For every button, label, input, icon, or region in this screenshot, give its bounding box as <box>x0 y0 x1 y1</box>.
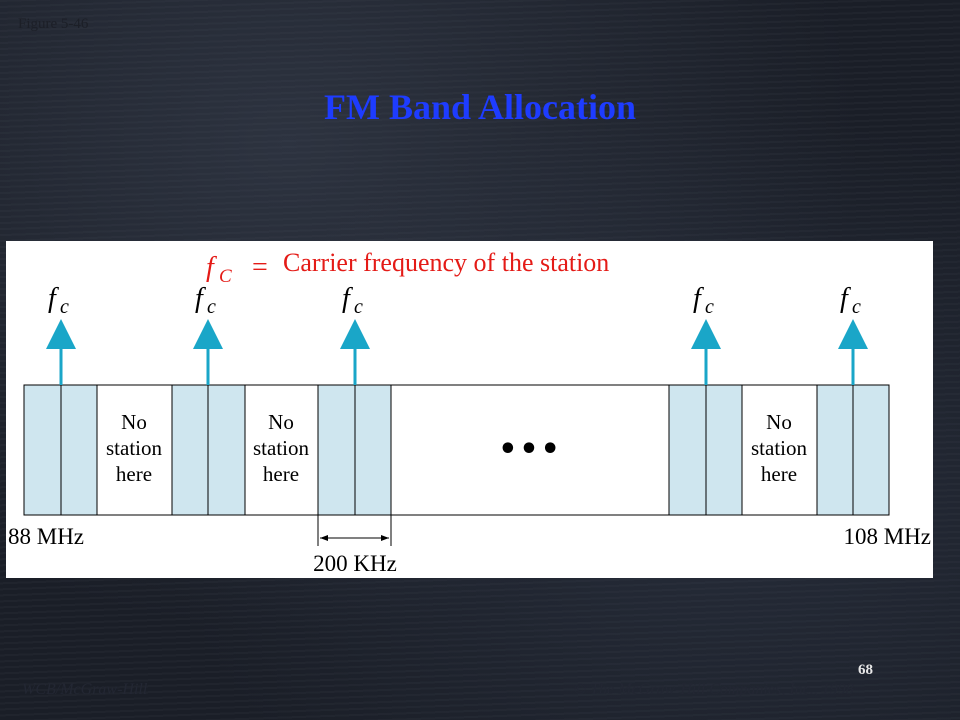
gap-line2: station <box>106 436 162 460</box>
carrier-arrows <box>46 319 868 385</box>
page-number: 68 <box>858 662 873 678</box>
legend-text: Carrier frequency of the station <box>283 248 609 277</box>
channel-block <box>705 384 743 516</box>
carrier-sub: c <box>60 296 69 318</box>
gap-line3: here <box>116 462 152 486</box>
left-edge-label: 88 MHz <box>8 524 84 549</box>
ellipsis: ••• <box>498 432 562 467</box>
channel-block <box>171 384 209 516</box>
channel-block <box>317 384 356 516</box>
right-edge-label: 108 MHz <box>843 524 931 549</box>
gap-line1: No <box>121 410 147 434</box>
band-allocation-diagram: f C = Carrier frequency of the station <box>8 248 931 576</box>
middle-gap <box>390 384 670 516</box>
copyright-symbol: © <box>574 681 587 698</box>
copyright-text: The McGraw-Hill Companies, Inc., 1998 <box>586 681 854 698</box>
channel-block <box>207 384 246 516</box>
no-station-label-1: No station here <box>106 410 162 486</box>
carrier-label: f c <box>48 283 69 318</box>
carrier-label: f c <box>693 283 714 318</box>
bandwidth-label: 200 KHz <box>313 551 397 576</box>
dimension-arrow-right <box>381 535 389 541</box>
carrier-f: f <box>840 283 851 314</box>
carrier-sub: c <box>705 296 714 318</box>
carrier-label: f c <box>195 283 216 318</box>
empty-gap <box>741 384 818 516</box>
bandwidth-dimension: 200 KHz <box>313 515 397 576</box>
channel-block <box>354 384 392 516</box>
dimension-arrow-left <box>320 535 328 541</box>
empty-gap <box>244 384 319 516</box>
carrier-f: f <box>693 283 704 314</box>
footer-copyright: © The McGraw-Hill Companies, Inc., 1998 <box>574 681 854 699</box>
legend: f C = Carrier frequency of the station <box>206 248 609 287</box>
footer-publisher: WCB/McGraw-Hill <box>22 681 148 698</box>
diagram-panel: f C = Carrier frequency of the station <box>6 241 933 578</box>
carrier-sub: c <box>852 296 861 318</box>
carrier-f: f <box>195 283 206 314</box>
channel-block <box>668 384 707 516</box>
no-station-label-3: No station here <box>751 410 807 486</box>
carrier-f: f <box>48 283 59 314</box>
gap-line1: No <box>268 410 294 434</box>
empty-gap <box>96 384 173 516</box>
gap-line1: No <box>766 410 792 434</box>
carrier-labels: f c f c f c f c f c <box>48 283 861 318</box>
band-strip <box>23 384 890 516</box>
legend-equals: = <box>252 252 268 283</box>
carrier-f: f <box>342 283 353 314</box>
channel-block <box>60 384 98 516</box>
slide-title: FM Band Allocation <box>323 87 637 127</box>
channel-block <box>23 384 62 516</box>
carrier-label: f c <box>342 283 363 318</box>
gap-line2: station <box>253 436 309 460</box>
figure-label: Figure 5-46 <box>18 16 89 32</box>
channel-block <box>852 384 890 516</box>
channel-block <box>816 384 854 516</box>
carrier-label: f c <box>840 283 861 318</box>
legend-f-symbol: f <box>206 252 217 283</box>
no-station-label-2: No station here <box>253 410 309 486</box>
carrier-sub: c <box>207 296 216 318</box>
gap-line2: station <box>751 436 807 460</box>
gap-line3: here <box>263 462 299 486</box>
carrier-sub: c <box>354 296 363 318</box>
gap-line3: here <box>761 462 797 486</box>
legend-f-subscript: C <box>219 266 232 287</box>
